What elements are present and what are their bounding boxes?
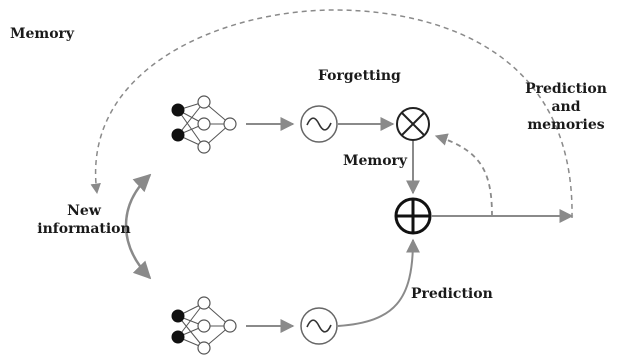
- tilde-activation-icon: [300, 105, 338, 143]
- circled-plus-icon: [394, 197, 432, 235]
- new-information-double-arrow: [124, 173, 152, 280]
- new-information-line1: New: [67, 203, 101, 219]
- neural-network-icon: [171, 296, 237, 355]
- prediction-curve-arrow: [337, 238, 420, 327]
- prediction-label: Prediction: [411, 286, 493, 302]
- forgetting-label: Forgetting: [318, 68, 401, 84]
- memory-top-label: Memory: [10, 26, 75, 42]
- prediction-and-memories-line3: memories: [527, 117, 605, 133]
- neural-network-icon: [171, 95, 237, 154]
- prediction-and-memories-line2: and: [551, 99, 581, 115]
- prediction-and-memories-label: Prediction and memories: [516, 80, 616, 134]
- prediction-and-memories-line1: Prediction: [525, 81, 607, 97]
- new-information-label: New information: [36, 202, 132, 238]
- circled-times-icon: [396, 107, 430, 141]
- memory-mid-label: Memory: [343, 153, 408, 169]
- tilde-activation-icon: [300, 307, 338, 345]
- new-information-line2: information: [37, 221, 131, 237]
- feedback-dashed-arrow: [434, 133, 493, 217]
